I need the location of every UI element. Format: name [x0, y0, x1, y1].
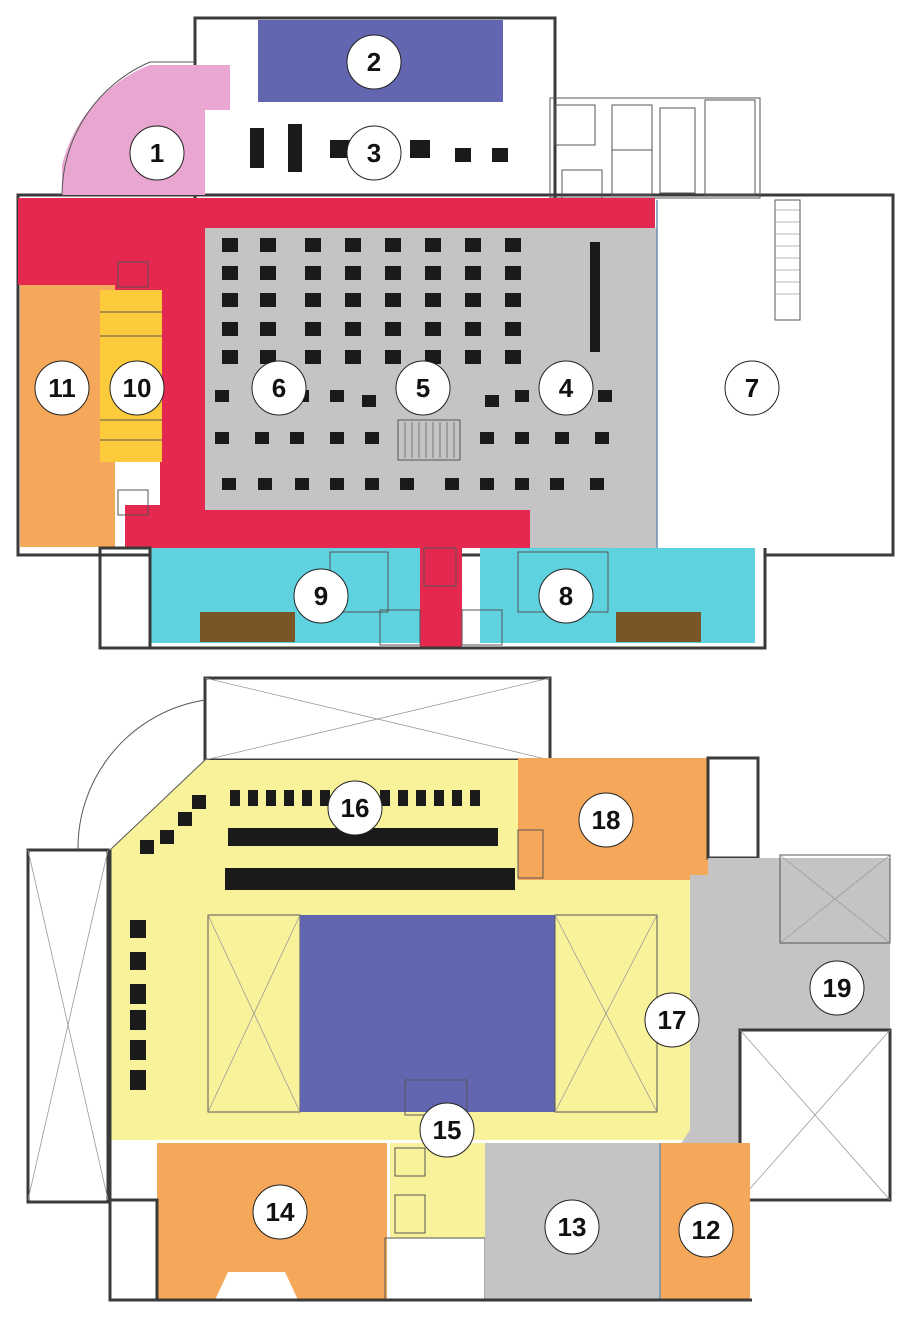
marker-15-label: 15 [433, 1115, 462, 1145]
marker-9-circle [293, 568, 349, 624]
marker-14-circle [252, 1184, 308, 1240]
marker-11-circle [34, 360, 90, 416]
marker-1-circle [129, 125, 185, 181]
marker-3-circle [346, 125, 402, 181]
marker-10-circle [109, 360, 165, 416]
marker-16-label: 16 [341, 793, 370, 823]
marker-11-label: 11 [48, 373, 76, 403]
marker-13-label: 13 [558, 1212, 587, 1242]
marker-17-label: 17 [658, 1005, 687, 1035]
bench-8 [616, 612, 701, 642]
marker-18-label: 18 [592, 805, 621, 835]
marker-17-circle [644, 992, 700, 1048]
marker-6-label: 6 [272, 373, 286, 403]
service-block [549, 97, 761, 199]
marker-19-label: 19 [823, 973, 852, 1003]
marker-8-label: 8 [559, 581, 573, 611]
marker-12-circle [678, 1202, 734, 1258]
court-area [300, 915, 555, 1112]
floor-1 [16, 16, 895, 650]
marker-1-label: 1 [150, 138, 164, 168]
marker-18-circle [578, 792, 634, 848]
marker-5-label: 5 [416, 373, 430, 403]
marker-15-circle [419, 1102, 475, 1158]
marker-2-label: 2 [367, 47, 381, 77]
marker-8-circle [538, 568, 594, 624]
marker-16-circle [327, 780, 383, 836]
marker-2-circle [346, 34, 402, 90]
cardio-rows [130, 790, 515, 1090]
marker-13-circle [544, 1199, 600, 1255]
floor-2 [26, 676, 892, 1302]
room-11-area [20, 285, 115, 547]
marker-19-circle [809, 960, 865, 1016]
marker-7-circle [724, 360, 780, 416]
marker-9-label: 9 [314, 581, 328, 611]
marker-6-circle [251, 360, 307, 416]
marker-7-label: 7 [745, 373, 759, 403]
marker-3-label: 3 [367, 138, 381, 168]
corridor [18, 198, 655, 548]
room-19-area [680, 858, 890, 1145]
marker-14-label: 14 [266, 1197, 295, 1227]
marker-4-label: 4 [559, 373, 574, 403]
corridor-south [420, 548, 462, 648]
marker-5-circle [395, 360, 451, 416]
marker-10-label: 10 [123, 373, 152, 403]
equipment-rows [215, 124, 612, 490]
marker-4-circle [538, 360, 594, 416]
bench-9 [200, 612, 295, 642]
marker-12-label: 12 [692, 1215, 721, 1245]
